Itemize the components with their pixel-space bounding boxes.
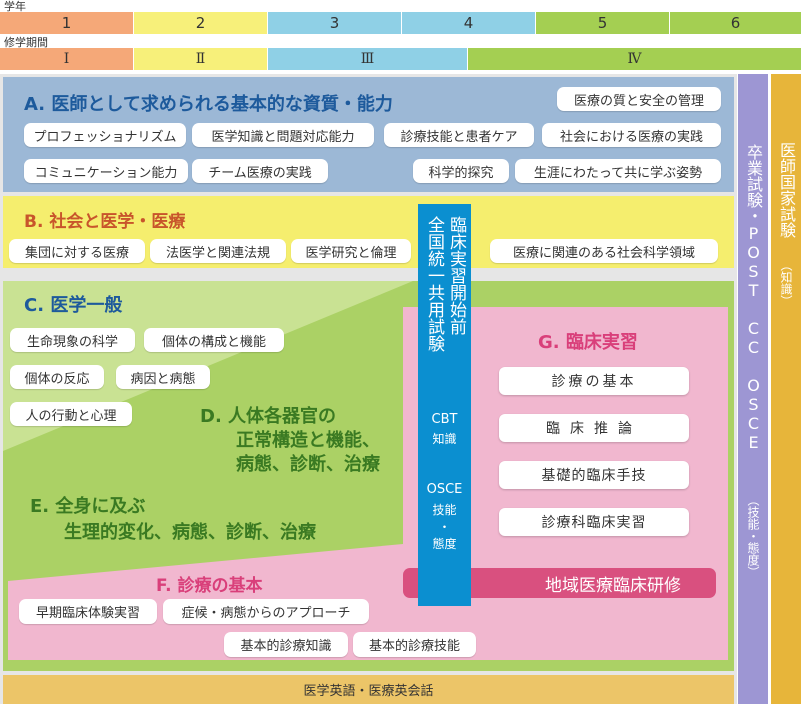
grade-label: 学年 (4, 0, 26, 13)
grade-cell: 5 (536, 12, 670, 34)
section-d-line2: 正常構造と機能、 (236, 430, 380, 451)
g-rotation-pill: 診療科臨床実習 (499, 508, 689, 536)
period-cell: Ⅲ (268, 48, 468, 70)
section-e-line1: E. 全身に及ぶ (30, 496, 146, 517)
grade-cell: 1 (0, 12, 134, 34)
professionalism-pill: プロフェッショナリズム (24, 123, 186, 147)
etiology-pill: 病因と病態 (116, 365, 210, 389)
section-g-title: G. 臨床実習 (538, 332, 638, 353)
graduation-exam-column: 卒業試験・POST CC OSCE （技能・態度） (738, 74, 768, 704)
medical-english-bar: 医学英語・医療英会話 (3, 675, 734, 704)
cbt-sub-label: 知識 (432, 432, 457, 446)
communication-pill: コミュニケーション能力 (24, 159, 188, 183)
period-cell: Ⅰ (0, 48, 134, 70)
forensic-law-pill: 法医学と関連法規 (150, 239, 286, 263)
grade-cell: 3 (268, 12, 402, 34)
social-practice-pill: 社会における医療の実践 (542, 123, 721, 147)
osce-label: OSCE (426, 482, 463, 497)
exam-title-line1: 臨床実習開始前 (446, 216, 466, 335)
period-cell: Ⅳ (468, 48, 801, 70)
structure-function-pill: 個体の構成と機能 (144, 328, 284, 352)
research-ethics-pill: 医学研究と倫理 (291, 239, 411, 263)
quality-safety-pill: 医療の質と安全の管理 (557, 87, 721, 111)
g-procedures-pill: 基礎的臨床手技 (499, 461, 689, 489)
g-basics-pill: 診療の基本 (499, 367, 689, 395)
basic-knowledge-pill: 基本的診療知識 (224, 632, 348, 657)
clinical-skills-pill: 診療技能と患者ケア (384, 123, 534, 147)
exam-title-line2: 全国統一共用試験 (424, 216, 444, 352)
section-e-line2: 生理的変化、病態、診断、治療 (64, 522, 316, 543)
individual-response-pill: 個体の反応 (10, 365, 104, 389)
behavior-psychology-pill: 人の行動と心理 (10, 402, 132, 426)
graduation-exam-sub: （技能・態度） (746, 494, 760, 578)
lifelong-learning-pill: 生涯にわたって共に学ぶ姿勢 (515, 159, 721, 183)
population-medicine-pill: 集団に対する医療 (9, 239, 145, 263)
symptom-approach-pill: 症候・病態からのアプローチ (163, 599, 369, 624)
grade-cell: 4 (402, 12, 536, 34)
section-f-title: F. 診療の基本 (156, 576, 263, 596)
osce-sub-label2: 態度 (432, 537, 457, 551)
national-exam-column: 医師国家試験 （知識） (771, 74, 801, 704)
common-exam-column: 臨床実習開始前 全国統一共用試験 CBT 知識 OSCE 技能 ・ 態度 (418, 204, 471, 606)
life-science-pill: 生命現象の科学 (10, 328, 135, 352)
clinical-area: C. 医学一般 生命現象の科学 個体の構成と機能 個体の反応 病因と病態 人の行… (3, 281, 734, 671)
period-label: 修学期間 (4, 36, 48, 49)
section-b-title: B. 社会と医学・医療 (24, 212, 186, 232)
section-c-title: C. 医学一般 (24, 295, 123, 316)
grade-cell: 2 (134, 12, 268, 34)
early-clinical-exposure-pill: 早期臨床体験実習 (19, 599, 157, 624)
cbt-label: CBT (431, 412, 458, 427)
national-exam-label: 医師国家試験 (777, 142, 796, 238)
social-science-pill: 医療に関連のある社会科学領域 (490, 239, 718, 263)
period-row: Ⅰ Ⅱ Ⅲ Ⅳ (0, 48, 801, 70)
section-d-line1: D. 人体各器官の (200, 406, 337, 427)
graduation-exam-label: 卒業試験・POST CC OSCE (744, 144, 763, 452)
national-exam-sub: （知識） (779, 259, 793, 307)
period-cell: Ⅱ (134, 48, 268, 70)
scientific-inquiry-pill: 科学的探究 (413, 159, 509, 183)
team-medicine-pill: チーム医療の実践 (192, 159, 328, 183)
medical-knowledge-pill: 医学知識と問題対応能力 (192, 123, 374, 147)
section-a: A. 医師として求められる基本的な資質・能力 医療の質と安全の管理 プロフェッシ… (3, 77, 734, 192)
basic-skills-pill: 基本的診療技能 (353, 632, 476, 657)
osce-sub-label1: 技能 (432, 503, 457, 517)
grade-row: 1 2 3 4 5 6 (0, 12, 801, 34)
g-clinical-reasoning-pill: 臨床推論 (499, 414, 689, 442)
section-d-line3: 病態、診断、治療 (236, 454, 380, 475)
section-a-title: A. 医師として求められる基本的な資質・能力 (24, 94, 393, 115)
osce-dot: ・ (438, 520, 451, 534)
grade-cell: 6 (670, 12, 801, 34)
section-b: B. 社会と医学・医療 集団に対する医療 法医学と関連法規 医学研究と倫理 医療… (3, 196, 734, 268)
